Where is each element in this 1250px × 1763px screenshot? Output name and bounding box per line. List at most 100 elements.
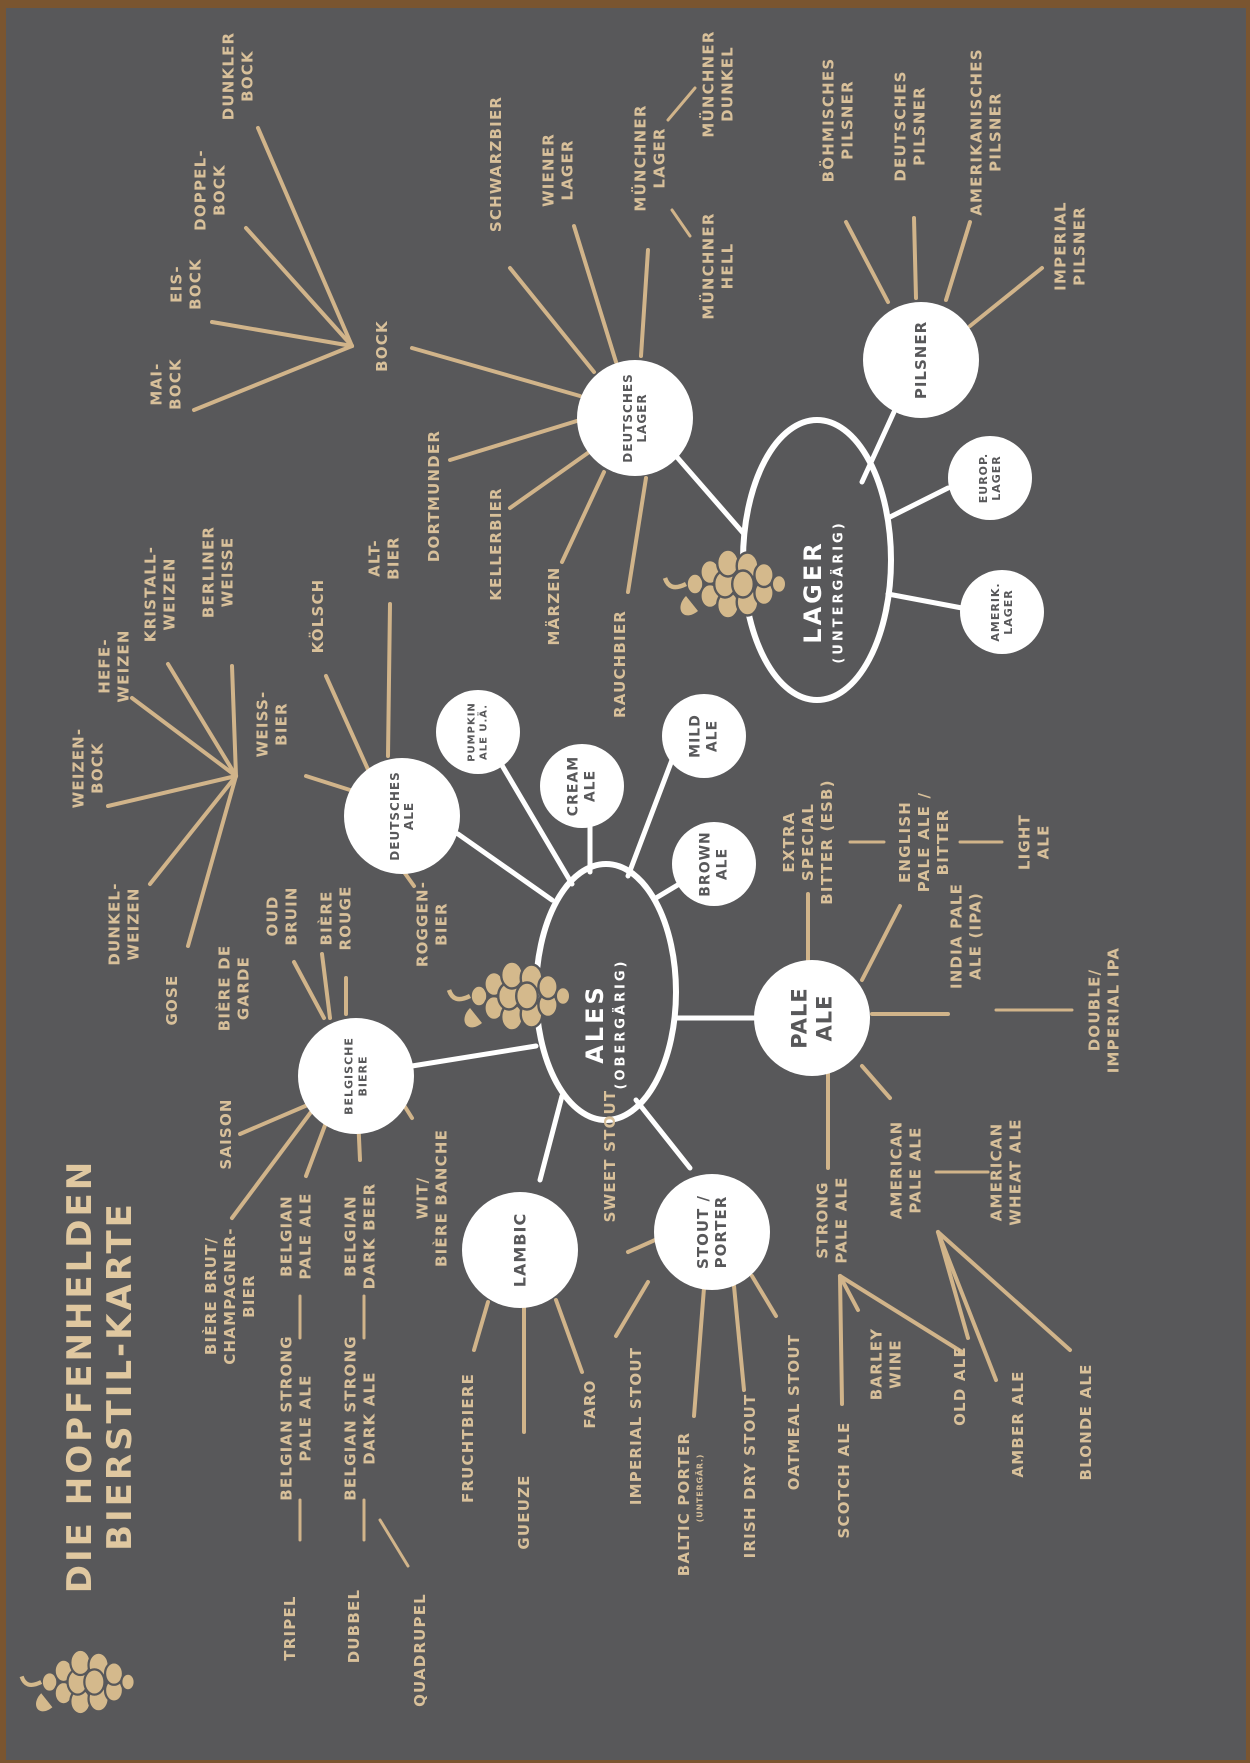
line-strongdark-quad [378, 1518, 410, 1568]
line-apa-amber [936, 1230, 998, 1382]
label-blonde-ale-text: BLONDE ALE [1077, 1363, 1095, 1480]
label-doppelbock-text: BOCK [211, 164, 229, 216]
label-weizenbock-text: WEIZEN- [70, 728, 88, 809]
label-biere-brut-text: BIER [240, 1274, 258, 1318]
label-double-ipa: DOUBLE/IMPERIAL IPA [1086, 947, 1123, 1073]
deutsches-lager-node [577, 360, 693, 476]
line-imperial-stout [614, 1280, 650, 1338]
label-wit-biere-blanche-text: WIT/ [414, 1177, 432, 1220]
belgische-biere-node-label-text: BELGISCHE [343, 1037, 356, 1115]
line-koelsch [324, 674, 372, 776]
line-maerzen [560, 470, 606, 564]
line-weiss-kristall [166, 662, 238, 778]
label-biere-de-garde-text: BIÈRE DE [215, 945, 234, 1032]
line-weiss-hefe [130, 696, 238, 778]
belgische-biere-node [298, 1018, 414, 1134]
label-india-pale-ale-text: ALE (IPA) [967, 892, 985, 980]
label-hefeweizen-text: HEFE- [96, 638, 114, 694]
label-doppelbock: DOPPEL-BOCK [192, 149, 229, 231]
label-muenchner-hell-text: MÜNCHNER [699, 212, 718, 319]
mild-ale-node-label-text: ALE [705, 720, 721, 752]
deutsches-ale-node [344, 758, 460, 874]
label-weissbier-text: BIER [273, 702, 291, 746]
label-old-ale: OLD ALE [951, 1346, 969, 1426]
stout-porter-node-label-text: STOUT / [694, 1195, 712, 1269]
line-saison [238, 1102, 312, 1136]
deutsches-ale-node-label-text: ALE [402, 802, 416, 830]
label-berliner-weisse-text: WEISSE [219, 537, 237, 608]
label-biere-brut-text: BIÈRE BRUT/ [201, 1237, 220, 1355]
label-gose: GOSE [163, 975, 181, 1026]
brown-ale-node [672, 822, 756, 906]
label-gose-text: GOSE [163, 975, 181, 1026]
label-rauchbier-text: RAUCHBIER [611, 610, 629, 718]
label-belgian-pale-ale-text: BELGIAN [278, 1195, 296, 1277]
map-title-text: DIE HOPFENHELDEN [60, 1159, 100, 1593]
label-muenchner-dunkel-text: MÜNCHNER [699, 30, 718, 137]
amerik-lager-node [960, 570, 1044, 654]
brown-ale-node-label-text: BROWN [698, 831, 714, 897]
label-barley-wine-text: BARLEY [868, 1328, 886, 1400]
label-light-ale-text: LIGHT [1016, 814, 1034, 870]
line-deutsches-pils [912, 216, 918, 300]
line-boehmisches [844, 220, 890, 304]
label-wiener-lager-text: WIENER [540, 133, 558, 207]
style-labels: LAGER(UNTERGÄRIG)ALES(OBERGÄRIG)DIE HOPF… [60, 30, 1123, 1707]
label-maibock-text: MAI- [148, 362, 166, 405]
cream-ale-node-label-text: ALE [583, 770, 599, 802]
label-biere-de-garde-text: GARDE [235, 956, 253, 1020]
label-bock: BOCK [373, 320, 391, 372]
line-dortmunder [448, 418, 582, 462]
label-dubbel: DUBBEL [345, 1589, 363, 1664]
label-scotch-ale-text: SCOTCH ALE [835, 1422, 853, 1539]
label-sweet-stout-text: SWEET STOUT [601, 1090, 619, 1223]
label-belgian-strong-dark-text: BELGIAN STRONG [342, 1335, 360, 1501]
label-india-pale-ale-text: INDIA PALE [948, 883, 966, 989]
mild-ale-node [662, 694, 746, 778]
label-dortmunder-text: DORTMUNDER [425, 430, 443, 562]
label-koelsch: KÖLSCH [308, 579, 327, 654]
hub-connector-lines [409, 409, 965, 1183]
label-bock-text: BOCK [373, 320, 391, 372]
europ-lager-node-label: EUROP.LAGER [977, 453, 1003, 504]
label-dunkelweizen-text: WEIZEN [125, 887, 143, 960]
mild-ale-node-label-text: MILD [688, 714, 704, 758]
label-eisbock-text: EIS- [168, 265, 186, 303]
line-irish [732, 1284, 746, 1392]
line-strong-scotch [838, 1274, 844, 1406]
lager-hop-icon [662, 548, 788, 620]
label-extra-special-bitter-text: BITTER (ESB) [818, 779, 836, 904]
line-roggenbier [402, 870, 416, 888]
label-fruchtbiere-text: FRUCHTBIERE [459, 1373, 477, 1503]
label-faro-text: FARO [581, 1379, 599, 1428]
line-kellerbier [508, 448, 594, 510]
line-english-pale [860, 904, 902, 982]
line-oatmeal [750, 1274, 778, 1318]
europ-lager-node [948, 436, 1032, 520]
pale-ale-node-label-text: ALE [813, 995, 837, 1042]
label-schwarzbier-text: SCHWARZBIER [487, 96, 505, 232]
lager-hub-label: LAGER(UNTERGÄRIG) [799, 520, 847, 663]
line-weiss-berliner [230, 664, 238, 778]
pilsner-node-label-text: PILSNER [912, 321, 930, 399]
label-amber-ale-text: AMBER ALE [1009, 1370, 1027, 1477]
label-english-pale-ale-text: BITTER [934, 809, 952, 876]
label-oud-bruin-text: OUD [264, 896, 282, 937]
label-irish-dry-stout-text: IRISH DRY STOUT [741, 1394, 759, 1559]
label-biere-brut-text: CHAMPAGNER- [221, 1227, 239, 1364]
label-weissbier-text: WEISS- [254, 691, 272, 758]
deutsches-ale-node-label-text: DEUTSCHES [388, 771, 402, 860]
lambic-node [462, 1192, 578, 1308]
